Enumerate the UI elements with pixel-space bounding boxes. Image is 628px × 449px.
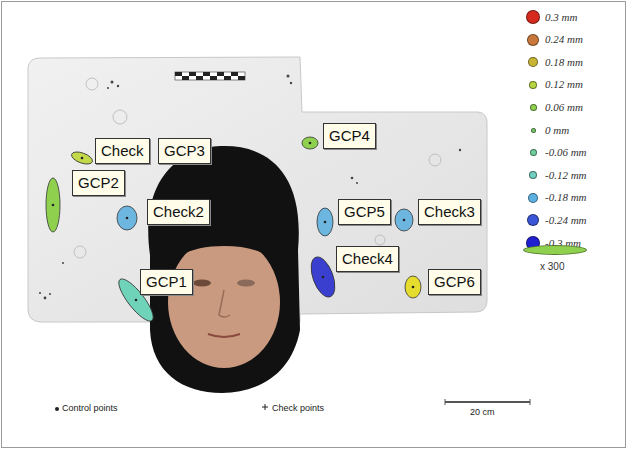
legend-text: Control points — [62, 403, 118, 414]
legend-text: x 300 — [540, 260, 564, 273]
label-box: GCP1 — [140, 269, 193, 295]
point-label: GCP4 — [329, 127, 370, 145]
label-box: GCP4 — [323, 123, 376, 149]
point-label: GCP6 — [434, 273, 475, 291]
legend-swatch — [529, 81, 537, 89]
legend-swatch — [530, 149, 537, 156]
label-box: GCP3 — [158, 138, 211, 164]
legend-swatch — [527, 34, 539, 46]
point-label: Check — [101, 142, 144, 160]
label-box: Check — [95, 138, 150, 164]
legend-swatch — [531, 128, 536, 133]
label-box: GCP6 — [428, 269, 481, 295]
point-label: GCP2 — [78, 174, 119, 192]
point-label: GCP1 — [146, 273, 187, 291]
legend-text: -0.06 mm — [545, 146, 587, 159]
legend-text: Check points — [272, 403, 324, 414]
legend-text: 0.18 mm — [545, 56, 583, 69]
legend-swatch — [528, 57, 538, 67]
label-box: Check4 — [336, 246, 399, 272]
legend-text: 0.06 mm — [545, 101, 583, 114]
legend-text: -0.24 mm — [545, 214, 587, 227]
legend-text: 0.3 mm — [545, 11, 577, 24]
legend-swatch — [526, 10, 540, 24]
scale-ellipse — [523, 245, 587, 255]
legend-swatch — [530, 104, 537, 111]
point-label: GCP5 — [344, 203, 385, 221]
scale-label: 20 cm — [470, 407, 495, 418]
point-label: Check3 — [424, 203, 475, 221]
legend-swatch — [528, 193, 538, 203]
legend-text: 0.12 mm — [545, 78, 583, 91]
point-label: GCP3 — [164, 142, 205, 160]
legend-text: 0.24 mm — [545, 33, 583, 46]
label-box: GCP5 — [338, 199, 391, 225]
legend-swatch — [527, 214, 539, 226]
label-box: Check3 — [418, 199, 481, 225]
point-label: Check4 — [342, 250, 393, 268]
legend-text: 0 mm — [545, 124, 569, 137]
legend-text: -0.18 mm — [545, 191, 587, 204]
legend-text: -0.12 mm — [545, 169, 587, 182]
label-box: GCP2 — [72, 170, 125, 196]
label-box: Check2 — [147, 199, 210, 225]
point-label: Check2 — [153, 203, 204, 221]
legend-swatch — [529, 171, 537, 179]
